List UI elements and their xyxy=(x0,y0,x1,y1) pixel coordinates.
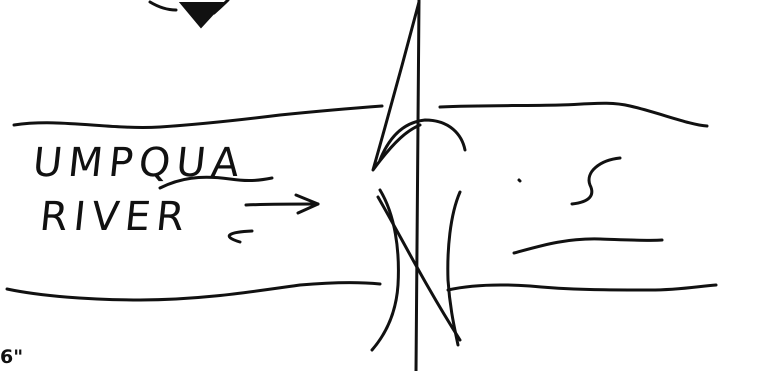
lower-left-curve xyxy=(372,190,398,350)
lower-bank-left xyxy=(7,283,380,300)
river-label-line2: RIVER xyxy=(38,194,193,240)
vertical-pole xyxy=(416,0,419,371)
upper-bank-left xyxy=(14,106,382,127)
upper-diagonal xyxy=(373,2,420,170)
lower-bank-right xyxy=(448,285,716,290)
stray-mark xyxy=(519,180,520,181)
upper-arch xyxy=(380,120,465,160)
ripple-right-2 xyxy=(514,239,662,253)
river-label-line1: UMPQUA xyxy=(31,140,248,186)
ripple-right-1 xyxy=(572,158,620,204)
arrow-shaft xyxy=(246,204,318,205)
upper-bank-right xyxy=(440,103,707,126)
ripple-2 xyxy=(229,231,252,242)
corner-dimension-text: 6" xyxy=(0,346,23,368)
down-triangle-icon xyxy=(181,3,223,27)
marker-stroke xyxy=(150,2,176,10)
